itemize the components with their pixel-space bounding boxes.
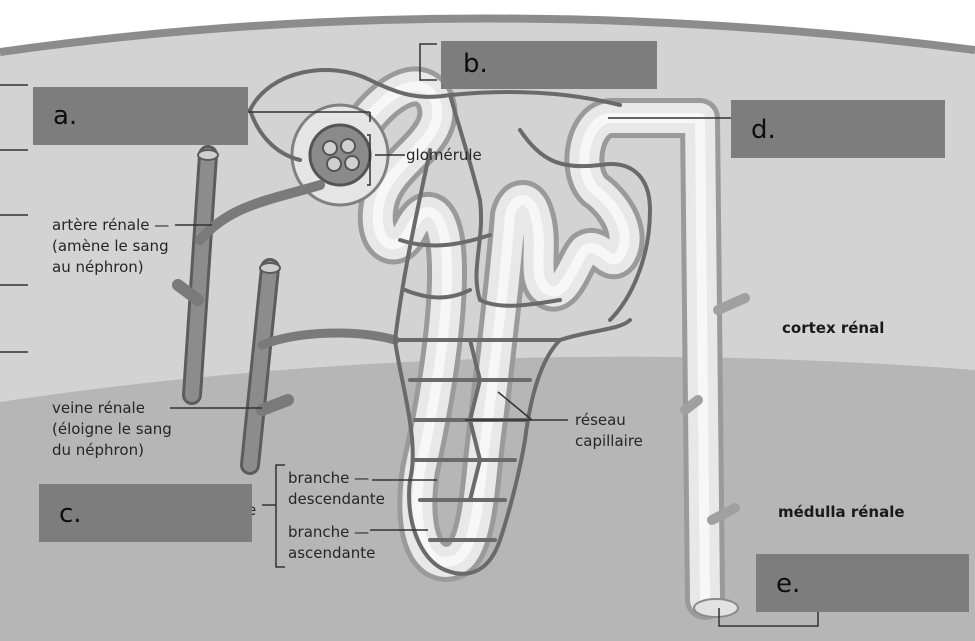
- renal-vein-label: veine rénale (éloigne le sang du néphron…: [52, 398, 172, 461]
- renal-vein-line-2: (éloigne le sang: [52, 419, 172, 440]
- renal-artery-line-3: au néphron): [52, 257, 169, 278]
- glomerulus-label: glomérule: [406, 145, 482, 166]
- answer-box-a[interactable]: a.: [33, 87, 248, 145]
- answer-box-a-label: a.: [53, 101, 77, 131]
- answer-box-e[interactable]: e.: [756, 554, 969, 612]
- capillary-line-2: capillaire: [575, 431, 643, 452]
- ascending-limb-line-1: branche —: [288, 522, 375, 543]
- ascending-limb-line-2: ascendante: [288, 543, 375, 564]
- answer-box-c-label: c.: [59, 499, 82, 529]
- capillary-line-1: réseau: [575, 410, 643, 431]
- answer-box-b-label: b.: [463, 49, 488, 79]
- renal-artery-line-1: artère rénale —: [52, 215, 169, 236]
- renal-artery-label: artère rénale — (amène le sang au néphro…: [52, 215, 169, 278]
- descending-limb-label: branche — descendante: [288, 468, 385, 510]
- descending-limb-line-2: descendante: [288, 489, 385, 510]
- answer-box-b[interactable]: b.: [441, 41, 657, 89]
- answer-box-d-label: d.: [751, 115, 776, 145]
- medulla-label: médulla rénale: [778, 502, 905, 523]
- ascending-limb-label: branche — ascendante: [288, 522, 375, 564]
- descending-limb-line-1: branche —: [288, 468, 385, 489]
- answer-box-e-label: e.: [776, 569, 800, 599]
- renal-artery-line-2: (amène le sang: [52, 236, 169, 257]
- answer-box-c[interactable]: c.: [39, 484, 252, 542]
- capillary-network-label: réseau capillaire: [575, 410, 643, 452]
- answer-box-d[interactable]: d.: [731, 100, 945, 158]
- cortex-label: cortex rénal: [782, 318, 884, 339]
- renal-vein-line-1: veine rénale: [52, 398, 172, 419]
- renal-vein-line-3: du néphron): [52, 440, 172, 461]
